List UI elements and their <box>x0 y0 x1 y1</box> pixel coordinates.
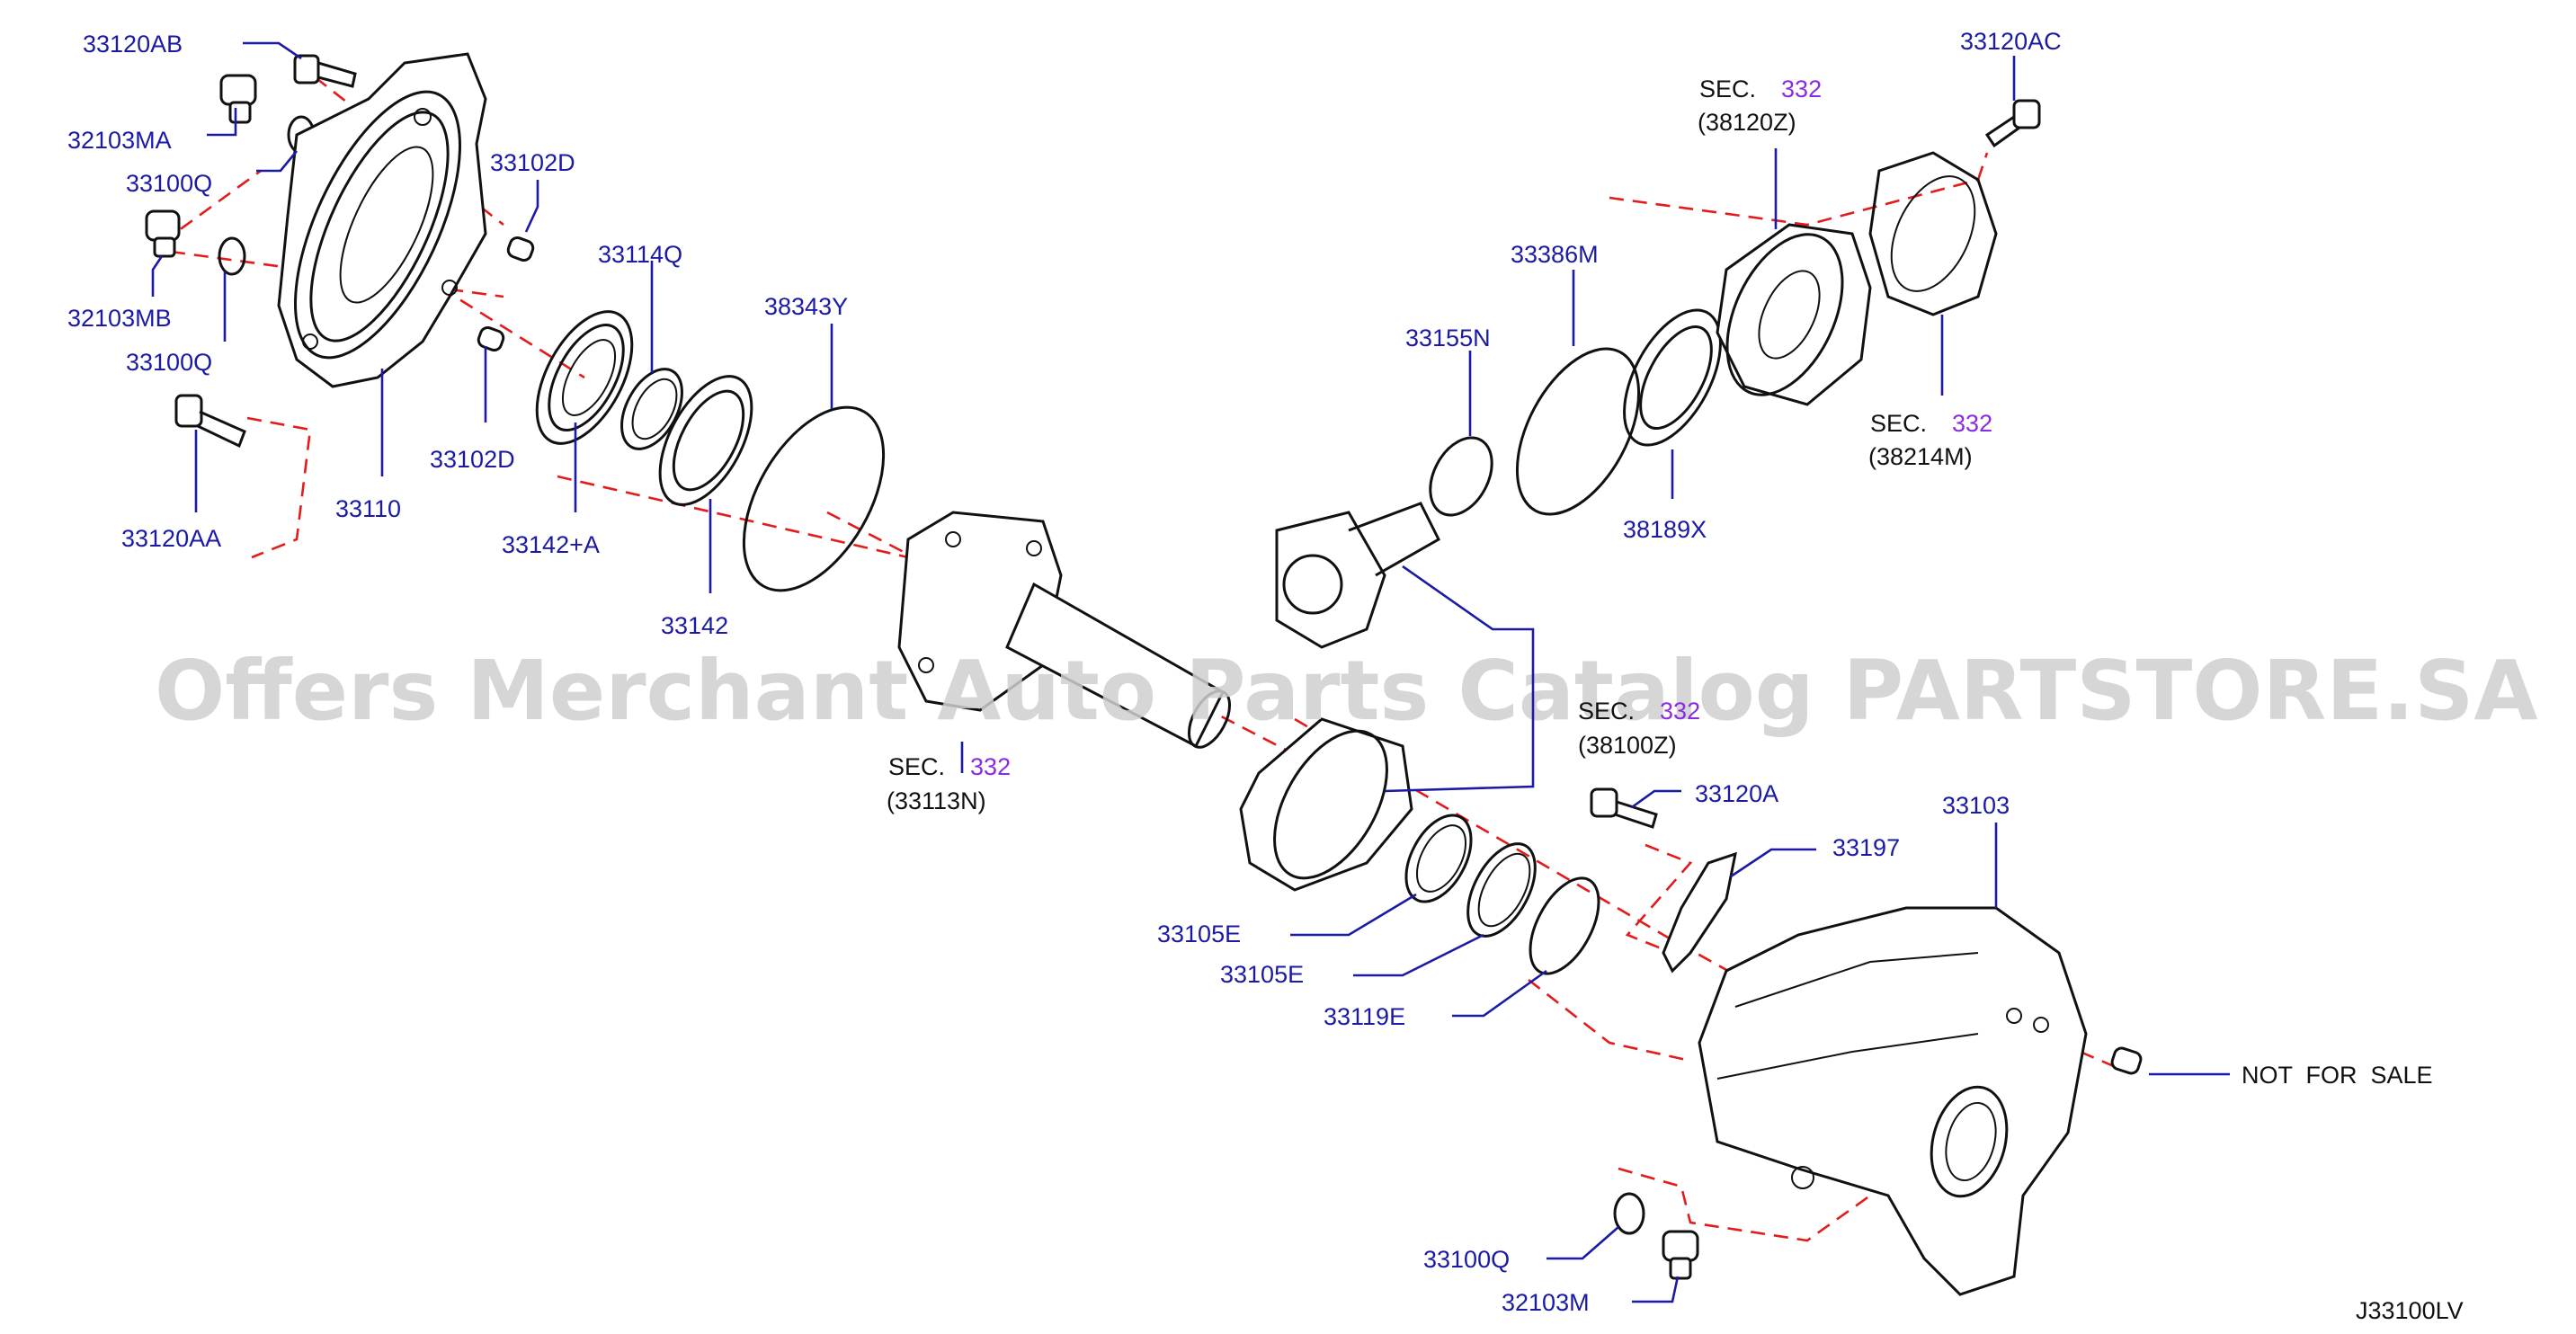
part-pinion-gear-38100Z <box>1239 502 1440 892</box>
section-prefix: SEC. <box>888 753 945 780</box>
label-33155N: 33155N <box>1405 325 1491 351</box>
part-bolt-33120AC <box>1984 99 2041 148</box>
label-33103: 33103 <box>1942 792 2010 819</box>
label-33120AB: 33120AB <box>83 31 183 58</box>
section-reference: (33113N) <box>887 787 986 814</box>
part-bearing-38120Z <box>1716 223 1872 406</box>
part-oring-33386M <box>1515 347 1641 516</box>
section-number: 332 <box>1952 410 1992 437</box>
section-prefix: SEC. <box>1870 410 1927 437</box>
part-bolt-33120AB <box>293 54 357 88</box>
label-33100Q-b: 33100Q <box>126 349 212 376</box>
section-ref-38120Z: SEC. 332 (38120Z) <box>1698 76 1822 136</box>
part-oring-33119E <box>1529 876 1600 975</box>
label-33102D-b: 33102D <box>430 446 515 473</box>
label-33120AC: 33120AC <box>1960 28 2062 55</box>
svg-text:SEC.332: SEC. 332 <box>1699 76 1822 102</box>
label-33105E-a: 33105E <box>1157 920 1241 947</box>
section-ref-38214M: SEC. 332 (38214M) <box>1868 410 1992 470</box>
section-reference: (38120Z) <box>1698 109 1796 136</box>
section-ref-38100Z: SEC. 332 (38100Z) <box>1578 698 1700 759</box>
part-plug-32103MA <box>219 74 257 124</box>
label-32103MB: 32103MB <box>67 305 172 332</box>
label-33120AA: 33120AA <box>121 525 221 552</box>
part-washer-33100Q-c <box>1613 1192 1645 1235</box>
label-33100Q-a: 33100Q <box>126 170 212 197</box>
label-32103MA: 32103MA <box>67 127 172 154</box>
part-shaft-33113N <box>897 511 1232 749</box>
part-bolt-33120AA <box>174 394 246 449</box>
part-oring-38343Y <box>742 405 886 592</box>
svg-text:SEC.332: SEC. 332 <box>1578 698 1700 725</box>
label-33197: 33197 <box>1832 834 1900 861</box>
leader-lines <box>151 41 2230 1303</box>
part-washer-33100Q-b <box>218 236 246 276</box>
section-ref-33113N: SEC. 332 (33113N) <box>887 753 1011 814</box>
part-seal-38189X <box>1623 308 1722 447</box>
part-pin-33102D-b <box>477 325 505 352</box>
diagram-code: J33100LV <box>2356 1297 2464 1324</box>
section-number: 332 <box>970 753 1011 780</box>
section-reference: (38214M) <box>1868 443 1973 470</box>
not-for-sale-label: NOT FOR SALE <box>2242 1062 2433 1089</box>
part-plug-32103M <box>1662 1230 1699 1280</box>
part-washer-33155N <box>1429 436 1493 517</box>
section-reference: (38100Z) <box>1578 732 1677 759</box>
label-33142A: 33142+A <box>502 531 600 558</box>
part-ring-33105E-a <box>1404 814 1473 903</box>
part-pin-not-for-sale <box>2110 1046 2143 1075</box>
label-38189X: 38189X <box>1623 516 1707 543</box>
label-33114Q: 33114Q <box>598 241 682 268</box>
section-number: 332 <box>1660 698 1700 725</box>
part-ring-33105E-b <box>1466 842 1537 938</box>
label-38343Y: 38343Y <box>764 293 848 320</box>
svg-text:SEC.332: SEC. 332 <box>888 753 1011 780</box>
label-33386M: 33386M <box>1511 241 1599 268</box>
label-33142: 33142 <box>661 612 728 639</box>
section-prefix: SEC. <box>1699 76 1756 102</box>
part-gasket-38214M <box>1868 151 1998 316</box>
label-32103M: 32103M <box>1502 1289 1590 1316</box>
part-plug-32103MB <box>145 209 181 258</box>
part-bolt-33120A <box>1590 787 1658 829</box>
section-number: 332 <box>1781 76 1822 102</box>
part-cover-33110 <box>277 52 487 388</box>
label-33120A: 33120A <box>1695 780 1778 807</box>
label-33102D-a: 33102D <box>490 149 575 176</box>
part-case-33103 <box>1698 906 2088 1296</box>
label-33110: 33110 <box>335 495 401 522</box>
label-33100Q-c: 33100Q <box>1423 1246 1510 1273</box>
label-33105E-b: 33105E <box>1220 961 1304 988</box>
label-33119E: 33119E <box>1324 1003 1405 1030</box>
part-seal-33142 <box>658 375 753 506</box>
watermark: Offers Merchant Auto Parts Catalog PARTS… <box>155 643 2538 739</box>
part-pin-33102D-a <box>506 236 535 262</box>
section-prefix: SEC. <box>1578 698 1635 725</box>
svg-text:SEC.332: SEC. 332 <box>1870 410 1992 437</box>
part-seal-33142A <box>535 310 634 445</box>
part-bracket-33197 <box>1662 851 1737 974</box>
